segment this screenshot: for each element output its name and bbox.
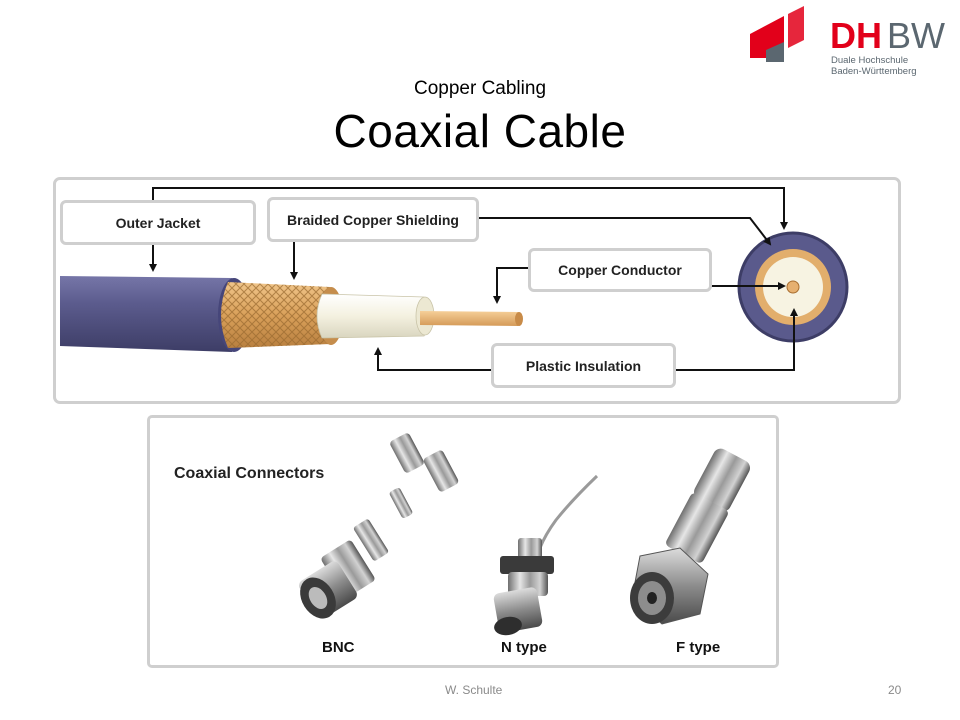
braid-texture (221, 282, 337, 348)
logo-dh: DH (830, 15, 882, 56)
logo-line1: Duale Hochschule (831, 55, 908, 66)
cross-section-conductor (786, 280, 800, 294)
page-number: 20 (888, 683, 902, 697)
slide-subtitle: Copper Cabling (413, 78, 547, 99)
logo-red-mark-2 (788, 6, 804, 48)
cable-diagram-panel (53, 177, 901, 404)
connectors-heading: Coaxial Connectors (174, 465, 325, 482)
n-type-label: N type (501, 639, 547, 656)
slide-title: Coaxial Cable (333, 105, 627, 157)
logo-bw: BW (887, 15, 945, 56)
bnc-label: BNC (322, 639, 355, 656)
logo-grey-mark (766, 42, 784, 62)
plastic-insulation-label: Plastic Insulation (491, 343, 676, 388)
f-type-connector-image (630, 448, 750, 625)
outer-jacket-label: Outer Jacket (60, 200, 256, 245)
insulation-leader (374, 347, 492, 371)
braided-shielding-label: Braided Copper Shielding (267, 197, 479, 242)
n-type-connector-image (493, 474, 599, 636)
insulation-to-cross-section (675, 308, 798, 371)
connectors-panel (147, 415, 779, 668)
copper-conductor-end (515, 312, 523, 326)
dhbw-logo: DH BW Duale Hochschule Baden-Württemberg (750, 6, 945, 77)
copper-conductor-label: Copper Conductor (528, 248, 712, 292)
bnc-connector-image (299, 433, 459, 619)
outer-jacket-to-cross-section (152, 187, 788, 230)
braid-to-cross-section (479, 217, 772, 246)
outer-jacket-shape (60, 276, 241, 352)
f-type-label: F type (676, 639, 721, 656)
footer-author: W. Schulte (445, 683, 503, 697)
copper-conductor-shape (420, 311, 521, 326)
conductor-leader (493, 267, 530, 304)
logo-line2: Baden-Württemberg (831, 66, 917, 77)
